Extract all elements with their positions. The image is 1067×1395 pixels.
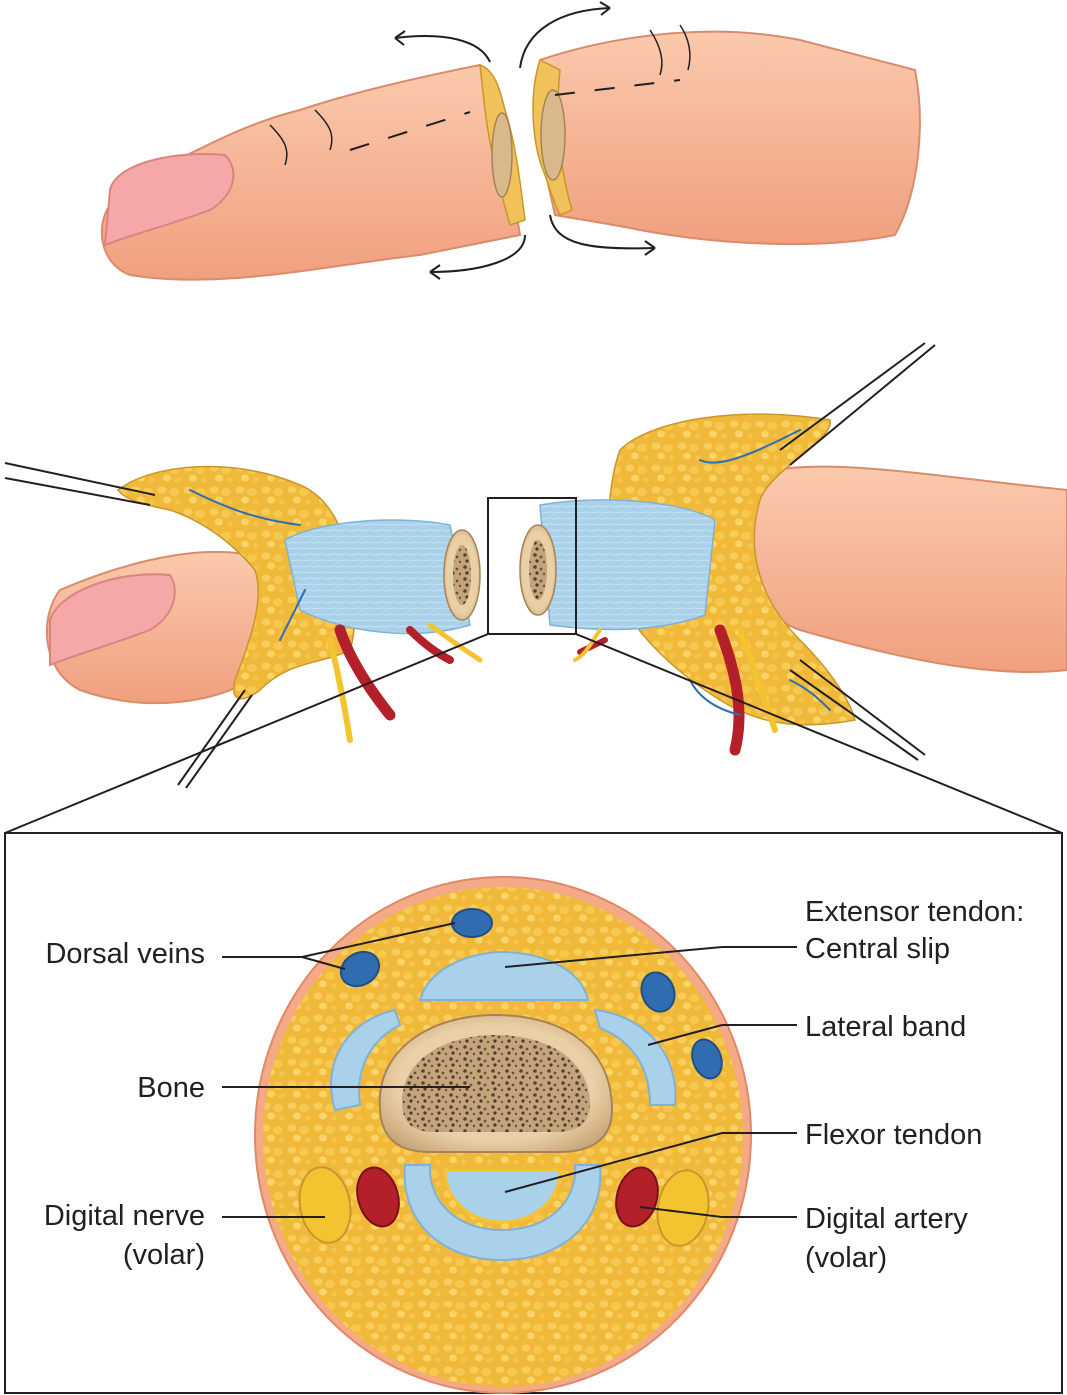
fingernail [103, 153, 235, 247]
distal-nail-dissected [49, 573, 176, 667]
proximal-tendon-block [539, 499, 716, 631]
top-finger-view [100, 1, 921, 281]
distal-tendon-block [284, 519, 471, 635]
digital-artery-left [356, 1166, 400, 1228]
digital-artery-right [615, 1166, 659, 1228]
dorsal-vein-left [339, 950, 381, 988]
retractor-lines-right [779, 342, 936, 761]
label-lateral-band: Lateral band [805, 1011, 966, 1043]
lateral-band-left [330, 1008, 402, 1112]
lateral-band-right [593, 1008, 677, 1106]
bone-marrow [401, 1035, 590, 1132]
distal-bone-cut [491, 112, 513, 198]
label-digital-artery: Digital artery [805, 1203, 968, 1235]
label-central-slip: Central slip [805, 933, 950, 965]
dorsal-vein-right [640, 971, 676, 1013]
leader-lines [222, 922, 797, 1218]
proximal-bone-cut [540, 89, 566, 181]
rotation-arrows [394, 1, 656, 280]
label-digital-artery-volar: (volar) [805, 1242, 887, 1274]
middle-dissection-view [4, 342, 1067, 834]
digital-nerve-right [656, 1169, 710, 1247]
retractor-lines-left [4, 462, 253, 789]
label-bone: Bone [137, 1072, 205, 1104]
label-digital-nerve: Digital nerve [44, 1200, 205, 1232]
proximal-vessels [573, 429, 831, 756]
digital-nerve-left [298, 1166, 352, 1244]
cross-section-panel: Dorsal veins Bone Digital nerve (volar) … [4, 832, 1063, 1394]
flexor-tendon [443, 1168, 562, 1224]
magnification-box [487, 497, 577, 635]
label-dorsal-veins: Dorsal veins [45, 938, 205, 970]
label-extensor-tendon: Extensor tendon: [805, 896, 1024, 928]
dorsal-vein-top [451, 908, 493, 938]
label-flexor-tendon: Flexor tendon [805, 1119, 982, 1151]
proximal-finger-fragment [533, 30, 921, 246]
dorsal-vein-lateral [691, 1038, 723, 1080]
label-digital-nerve-volar: (volar) [123, 1239, 205, 1271]
